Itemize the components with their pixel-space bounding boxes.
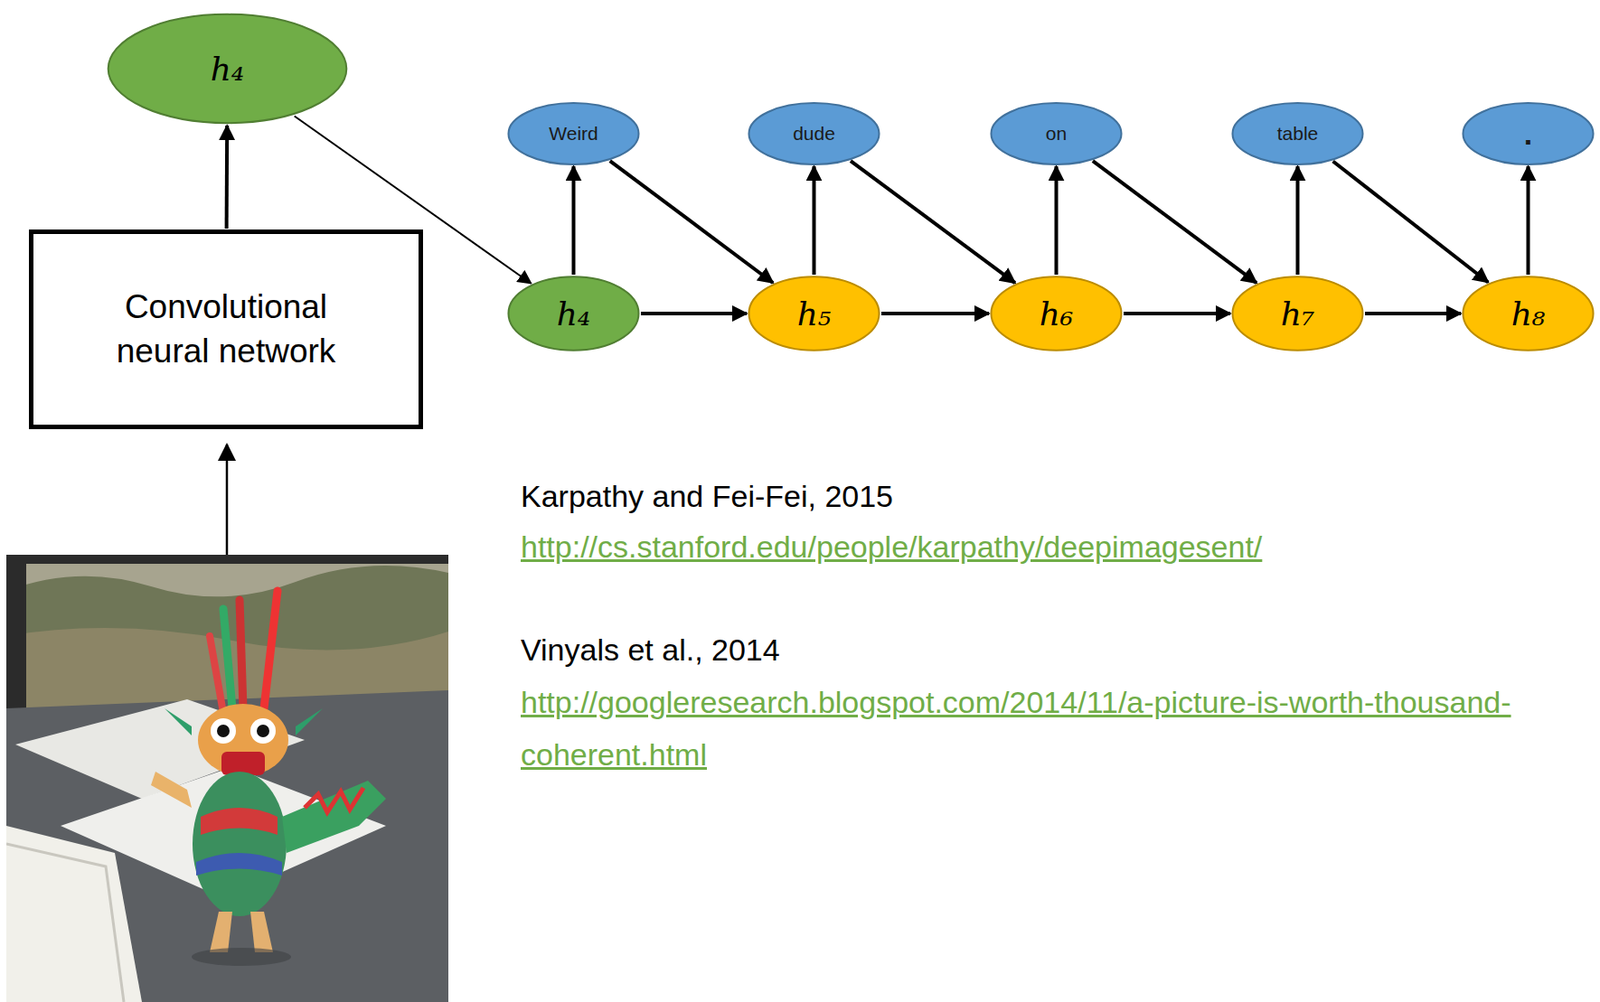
arrow-connector xyxy=(1333,161,1489,283)
word-ellipse: Weird xyxy=(507,102,640,166)
arrow-connector xyxy=(1123,311,1231,316)
node-label: h₇ xyxy=(1280,295,1316,333)
arrow-connector xyxy=(1364,311,1461,316)
word-ellipse: table xyxy=(1231,102,1365,166)
arrow-connector xyxy=(610,160,773,283)
node-label: dude xyxy=(792,122,836,145)
state-ellipse: h₄ xyxy=(105,12,349,125)
arrow-connector xyxy=(1296,166,1300,275)
node-label: on xyxy=(1045,122,1067,145)
state-ellipse: h₇ xyxy=(1231,275,1365,352)
state-ellipse: h₄ xyxy=(507,275,640,352)
reference-link: http://cs.stanford.edu/people/karpathy/d… xyxy=(520,520,1262,574)
word-ellipse: . xyxy=(1461,102,1595,166)
arrow-connector xyxy=(225,125,230,229)
photo-illustration xyxy=(6,555,449,1002)
arrow-connector xyxy=(812,166,817,275)
node-label: h₈ xyxy=(1511,295,1546,333)
arrow-connector xyxy=(640,311,747,316)
process-box: Convolutional neural network xyxy=(28,229,424,430)
node-label: Weird xyxy=(548,122,598,145)
node-label: h₅ xyxy=(797,295,832,333)
word-ellipse: on xyxy=(989,102,1123,166)
node-label: . xyxy=(1524,118,1533,150)
reference-link: http://googleresearch.blogspot.com/2014/… xyxy=(520,676,1588,782)
node-label: h₄ xyxy=(210,50,245,88)
image-to-cnn-arrow xyxy=(225,444,229,556)
arrow-connector xyxy=(1092,160,1257,283)
word-ellipse: dude xyxy=(747,102,881,166)
arrow-connector xyxy=(881,311,989,316)
box-label: Convolutional neural network xyxy=(90,285,362,373)
reference-citation: Vinyals et al., 2014 xyxy=(520,623,781,677)
arrow-connector xyxy=(850,160,1016,283)
arrow-connector xyxy=(1054,166,1059,275)
arrow-connector xyxy=(1526,166,1531,275)
state-ellipse: h₆ xyxy=(989,275,1123,352)
node-label: h₆ xyxy=(1039,295,1074,333)
arrow-connector xyxy=(572,166,576,275)
node-label: h₄ xyxy=(556,295,592,333)
state-ellipse: h₅ xyxy=(747,275,881,352)
state-ellipse: h₈ xyxy=(1461,275,1595,352)
node-label: table xyxy=(1277,122,1319,145)
reference-citation: Karpathy and Fei-Fei, 2015 xyxy=(520,470,894,523)
